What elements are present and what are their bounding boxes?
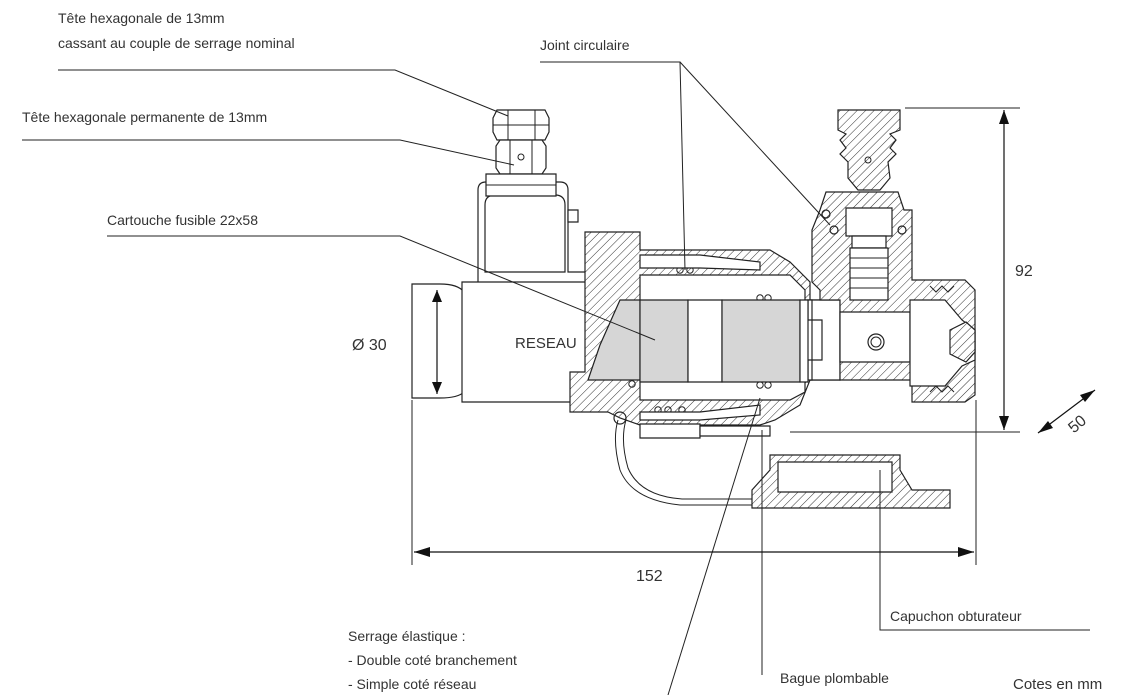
label-breaking-head-line2: cassant au couple de serrage nominal [58,35,295,51]
label-clamp-line2: - Simple coté réseau [348,676,476,692]
dimension-height: 92 [1015,263,1033,280]
fuse-cartridge [587,299,809,383]
label-cap: Capuchon obturateur [890,608,1022,624]
label-units-note: Cotes en mm [1013,676,1102,693]
label-clamp-title: Serrage élastique : [348,628,466,644]
dimension-lines [411,107,1096,565]
dimension-depth: 50 [1065,412,1090,437]
label-breaking-head-line1: Tête hexagonale de 13mm [58,10,225,26]
dimension-diameter: Ø 30 [352,337,387,354]
label-permanent-head: Tête hexagonale permanente de 13mm [22,109,267,125]
label-sealable-ring: Bague plombable [780,670,889,686]
label-network: RESEAU [515,335,577,352]
seal-wire [613,411,771,506]
annotations: Tête hexagonale de 13mm cassant au coupl… [22,10,1102,693]
sealing-cap [751,454,951,509]
branch-side-body [811,109,976,403]
dimension-length: 152 [636,568,663,585]
breaking-hex-head [492,109,550,141]
label-o-ring: Joint circulaire [540,37,630,53]
permanent-hex-head [485,139,557,197]
label-clamp-line1: - Double coté branchement [348,652,517,668]
label-cartridge: Cartouche fusible 22x58 [107,212,258,228]
